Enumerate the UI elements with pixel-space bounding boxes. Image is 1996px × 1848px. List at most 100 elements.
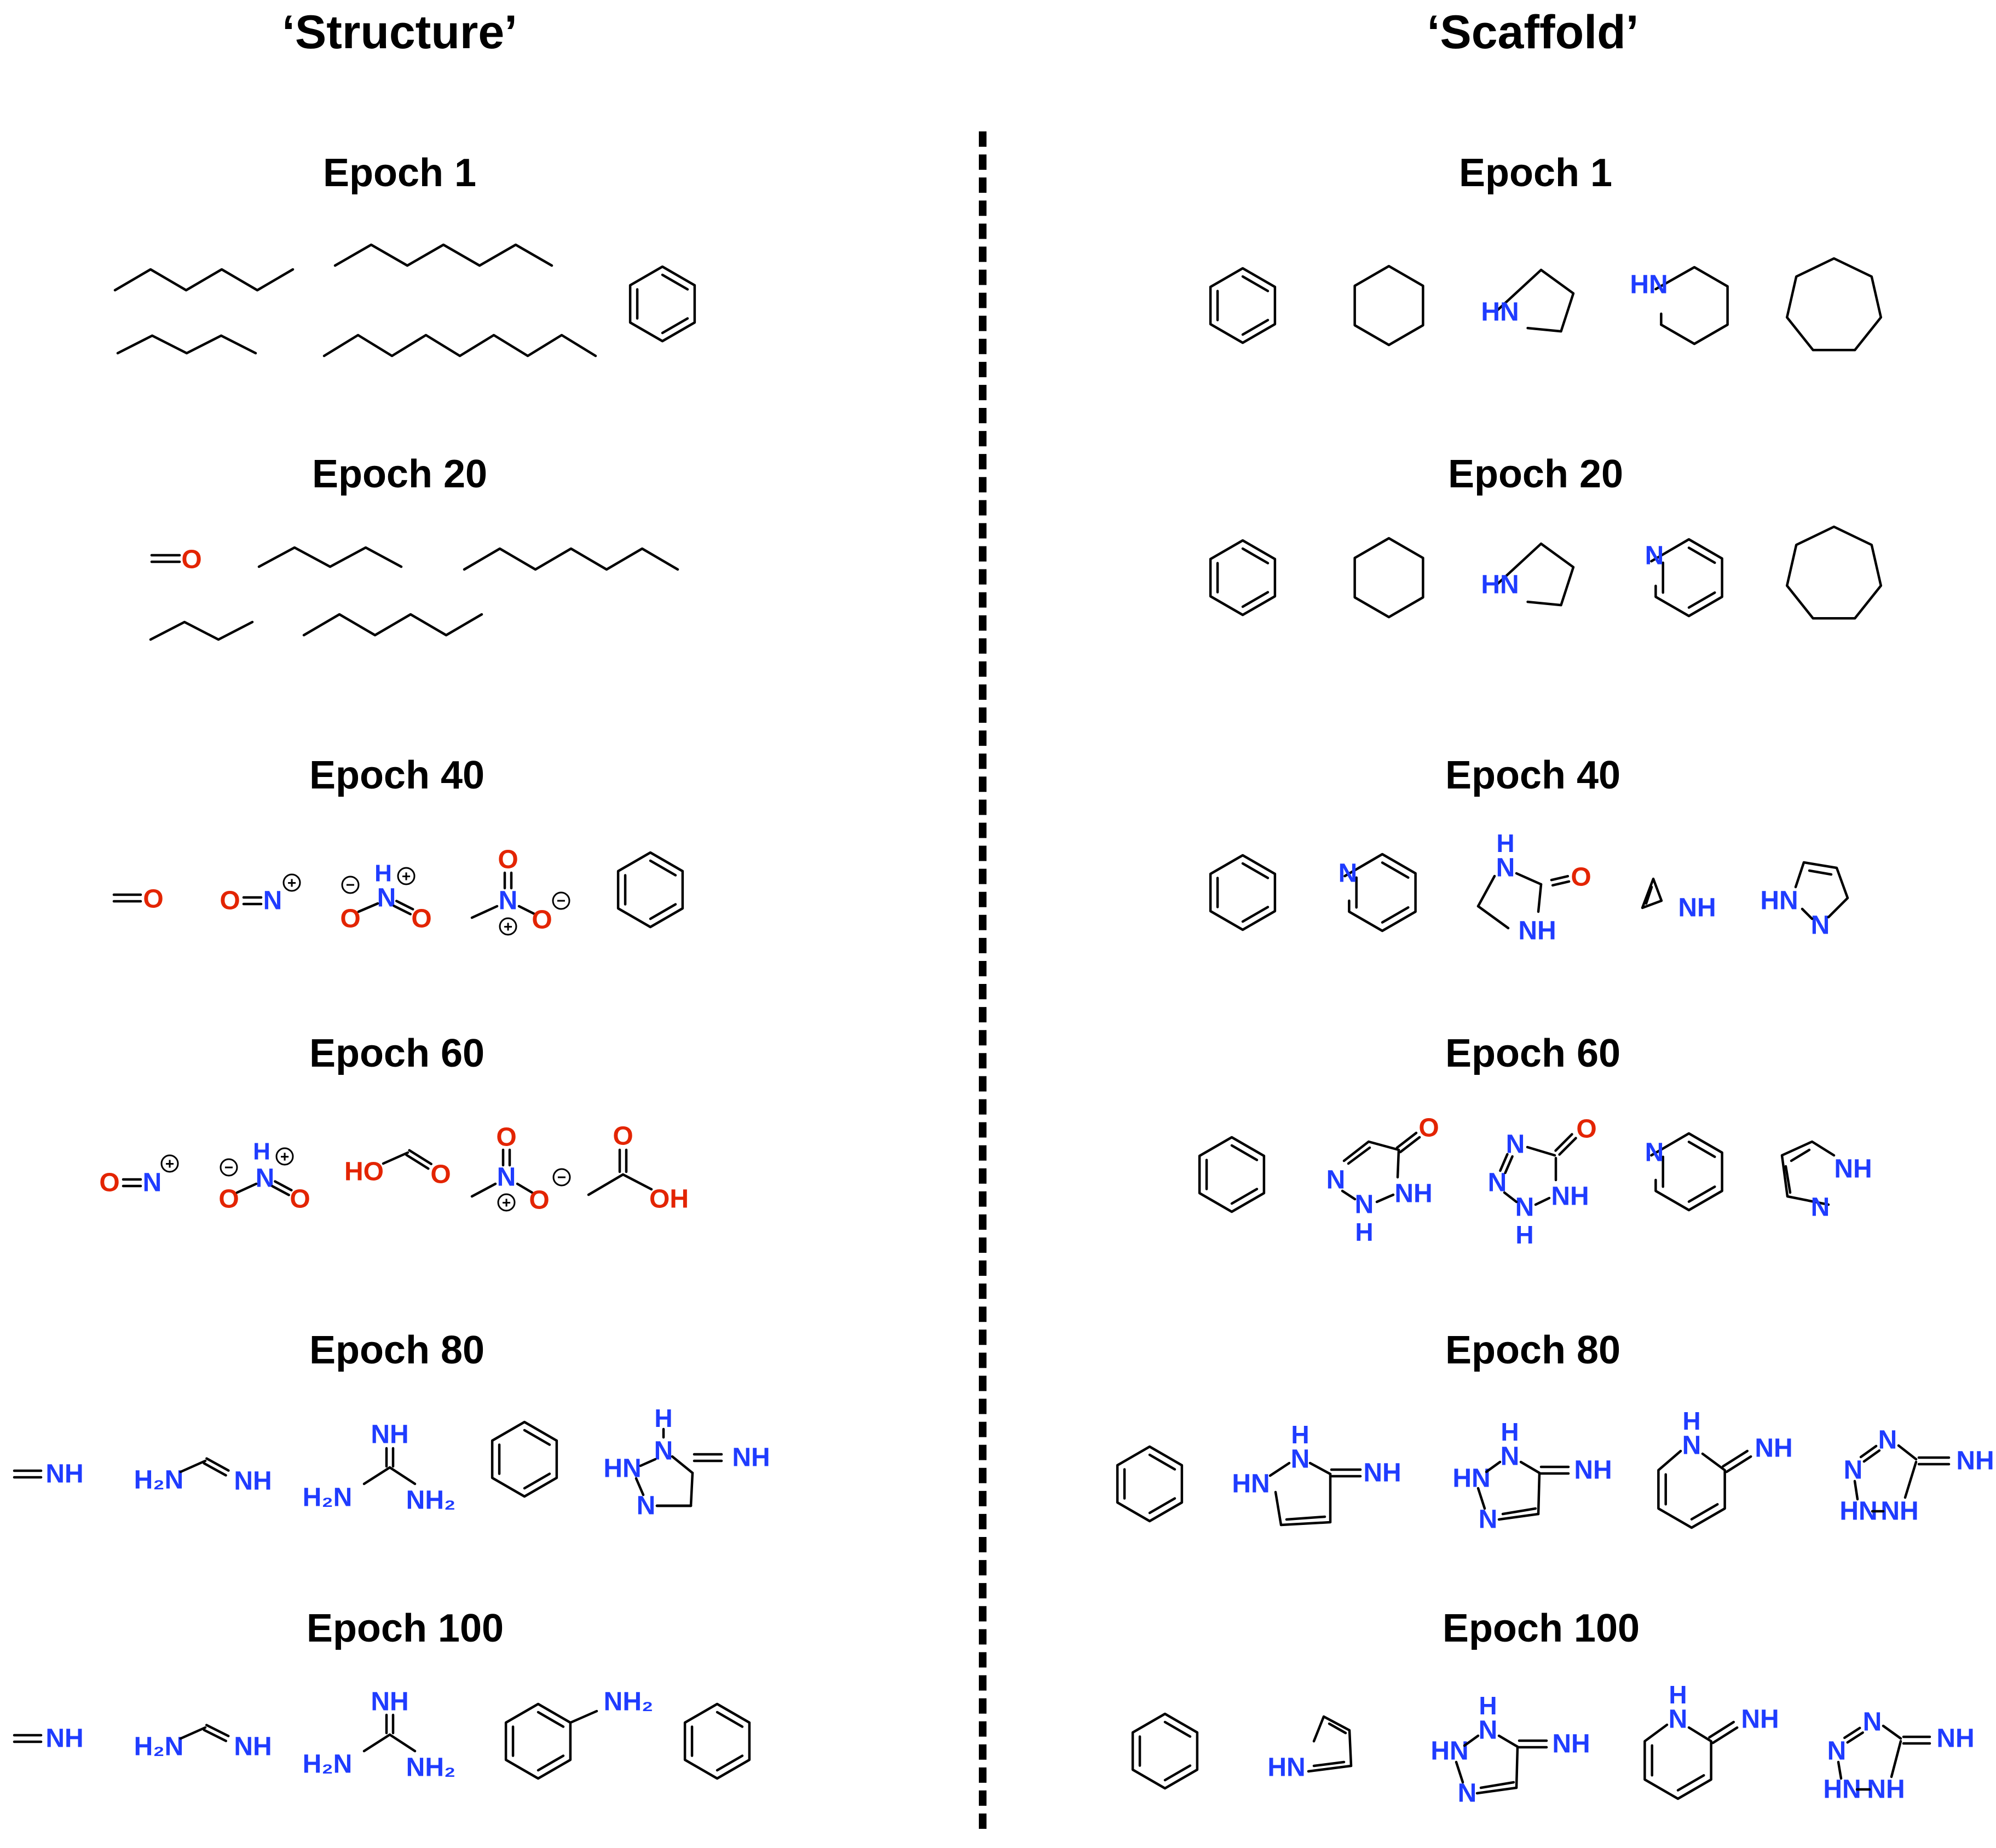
atom-label: N — [1827, 1737, 1847, 1766]
pyrazole-scaffold-e60: NHN — [1780, 1140, 1872, 1222]
atom-label: N — [1496, 854, 1515, 883]
structure-epoch-60-title: Epoch 60 — [309, 1032, 485, 1075]
benzene-scaffold-e20 — [1209, 539, 1277, 617]
charge-label: − — [557, 893, 566, 909]
heptane-chain — [333, 243, 553, 267]
atom-label: N — [1501, 1442, 1520, 1471]
nonane-chain — [322, 333, 597, 358]
atom-label: N — [1811, 1193, 1830, 1222]
atom-label: O — [532, 906, 552, 935]
charge-label: − — [224, 1159, 233, 1176]
atom-label: H₂N — [134, 1732, 184, 1761]
atom-label: NH — [45, 1724, 83, 1753]
imine-fragment-e100: NH — [13, 1724, 84, 1753]
atom-label: HN — [1481, 298, 1519, 327]
atom-label: NH — [1755, 1434, 1792, 1463]
scaffold-epoch-1-title: Epoch 1 — [1458, 151, 1613, 195]
carbonyl-fragment-e20: O — [150, 545, 202, 574]
atom-label: HO — [344, 1158, 384, 1187]
column-title-scaffold: ‘Scaffold’ — [1427, 6, 1639, 59]
atom-label: O — [1571, 863, 1591, 892]
atom-label: NH — [1880, 1497, 1918, 1526]
benzene-scaffold-e100 — [1131, 1712, 1199, 1790]
methyl-nitrate-e60: ON+O− — [470, 1123, 571, 1215]
atom-label: O — [430, 1160, 451, 1189]
cyclohexane-scaffold-e20 — [1353, 537, 1424, 619]
benzene-scaffold-e60 — [1198, 1136, 1266, 1213]
atom-label: HN — [1452, 1464, 1490, 1493]
atom-label: H — [1669, 1680, 1687, 1709]
atom-label: HN — [1760, 886, 1798, 916]
atom-label: NH — [1936, 1724, 1974, 1753]
atom-label: O — [529, 1186, 549, 1215]
benzene-scaffold-e40 — [1209, 854, 1277, 931]
atom-label: NH₂ — [604, 1688, 654, 1717]
structure-epoch-40-title: Epoch 40 — [309, 753, 485, 797]
benzene-structure-e80 — [491, 1420, 558, 1498]
atom-label: NH — [234, 1732, 272, 1761]
atom-label: O — [143, 885, 163, 914]
pentane-chain — [116, 334, 257, 355]
atom-label: OH — [649, 1185, 689, 1214]
charge-label: + — [287, 874, 296, 891]
benzene-structure-e100 — [683, 1702, 751, 1780]
pentane-chain-e20 — [302, 613, 483, 637]
atom-label: N — [1645, 1138, 1664, 1167]
atom-label: O — [218, 1185, 239, 1214]
atom-label: H — [374, 860, 392, 887]
atom-label: N — [497, 1163, 516, 1192]
atom-label: O — [613, 1122, 633, 1151]
structure-epoch-20-title: Epoch 20 — [311, 452, 488, 496]
atom-label: HN — [1430, 1737, 1468, 1766]
atom-label: H₂N — [303, 1483, 353, 1512]
formic-acid-e60: HO O — [344, 1149, 451, 1189]
atom-label: H — [654, 1404, 672, 1432]
column-title-structure: ‘Structure’ — [281, 6, 518, 59]
atom-label: N — [1479, 1716, 1498, 1745]
atom-label: N — [499, 886, 518, 916]
charge-label: + — [280, 1148, 289, 1165]
atom-label: NH — [1551, 1182, 1589, 1211]
cycloheptane-scaffold-e20 — [1785, 525, 1883, 620]
atom-label: O — [496, 1123, 516, 1152]
atom-label: NH — [732, 1443, 770, 1472]
atom-label: N — [1326, 1166, 1346, 1195]
atom-label: NH — [1834, 1155, 1872, 1184]
dashed-divider — [979, 131, 987, 1829]
atom-label: HN — [1823, 1775, 1861, 1804]
atom-label: N — [1339, 859, 1358, 888]
atom-label: NH₂ — [406, 1753, 456, 1782]
atom-label: N — [1811, 911, 1830, 940]
charge-label: + — [504, 918, 512, 935]
atom-label: N — [1479, 1505, 1498, 1534]
benzene-structure-e1 — [628, 265, 696, 343]
atom-label: H — [253, 1138, 270, 1165]
atom-label: N — [1844, 1456, 1863, 1485]
charge-label: + — [402, 868, 411, 885]
aniline-ring-e100: NH₂ — [504, 1688, 654, 1780]
atom-label: HN — [1232, 1470, 1270, 1499]
scaffold-epoch-80-title: Epoch 80 — [1445, 1328, 1621, 1372]
atom-label: N — [143, 1168, 162, 1198]
charge-label: + — [502, 1194, 511, 1211]
charge-label: − — [346, 877, 355, 894]
hexane-chain — [113, 268, 295, 292]
atom-label: O — [498, 845, 518, 874]
pyridine-scaffold-e20: N — [1645, 538, 1723, 618]
atom-label: NH — [1394, 1179, 1432, 1208]
scaffold-epoch-100-title: Epoch 100 — [1442, 1607, 1640, 1650]
atom-label: HN — [1481, 571, 1519, 600]
